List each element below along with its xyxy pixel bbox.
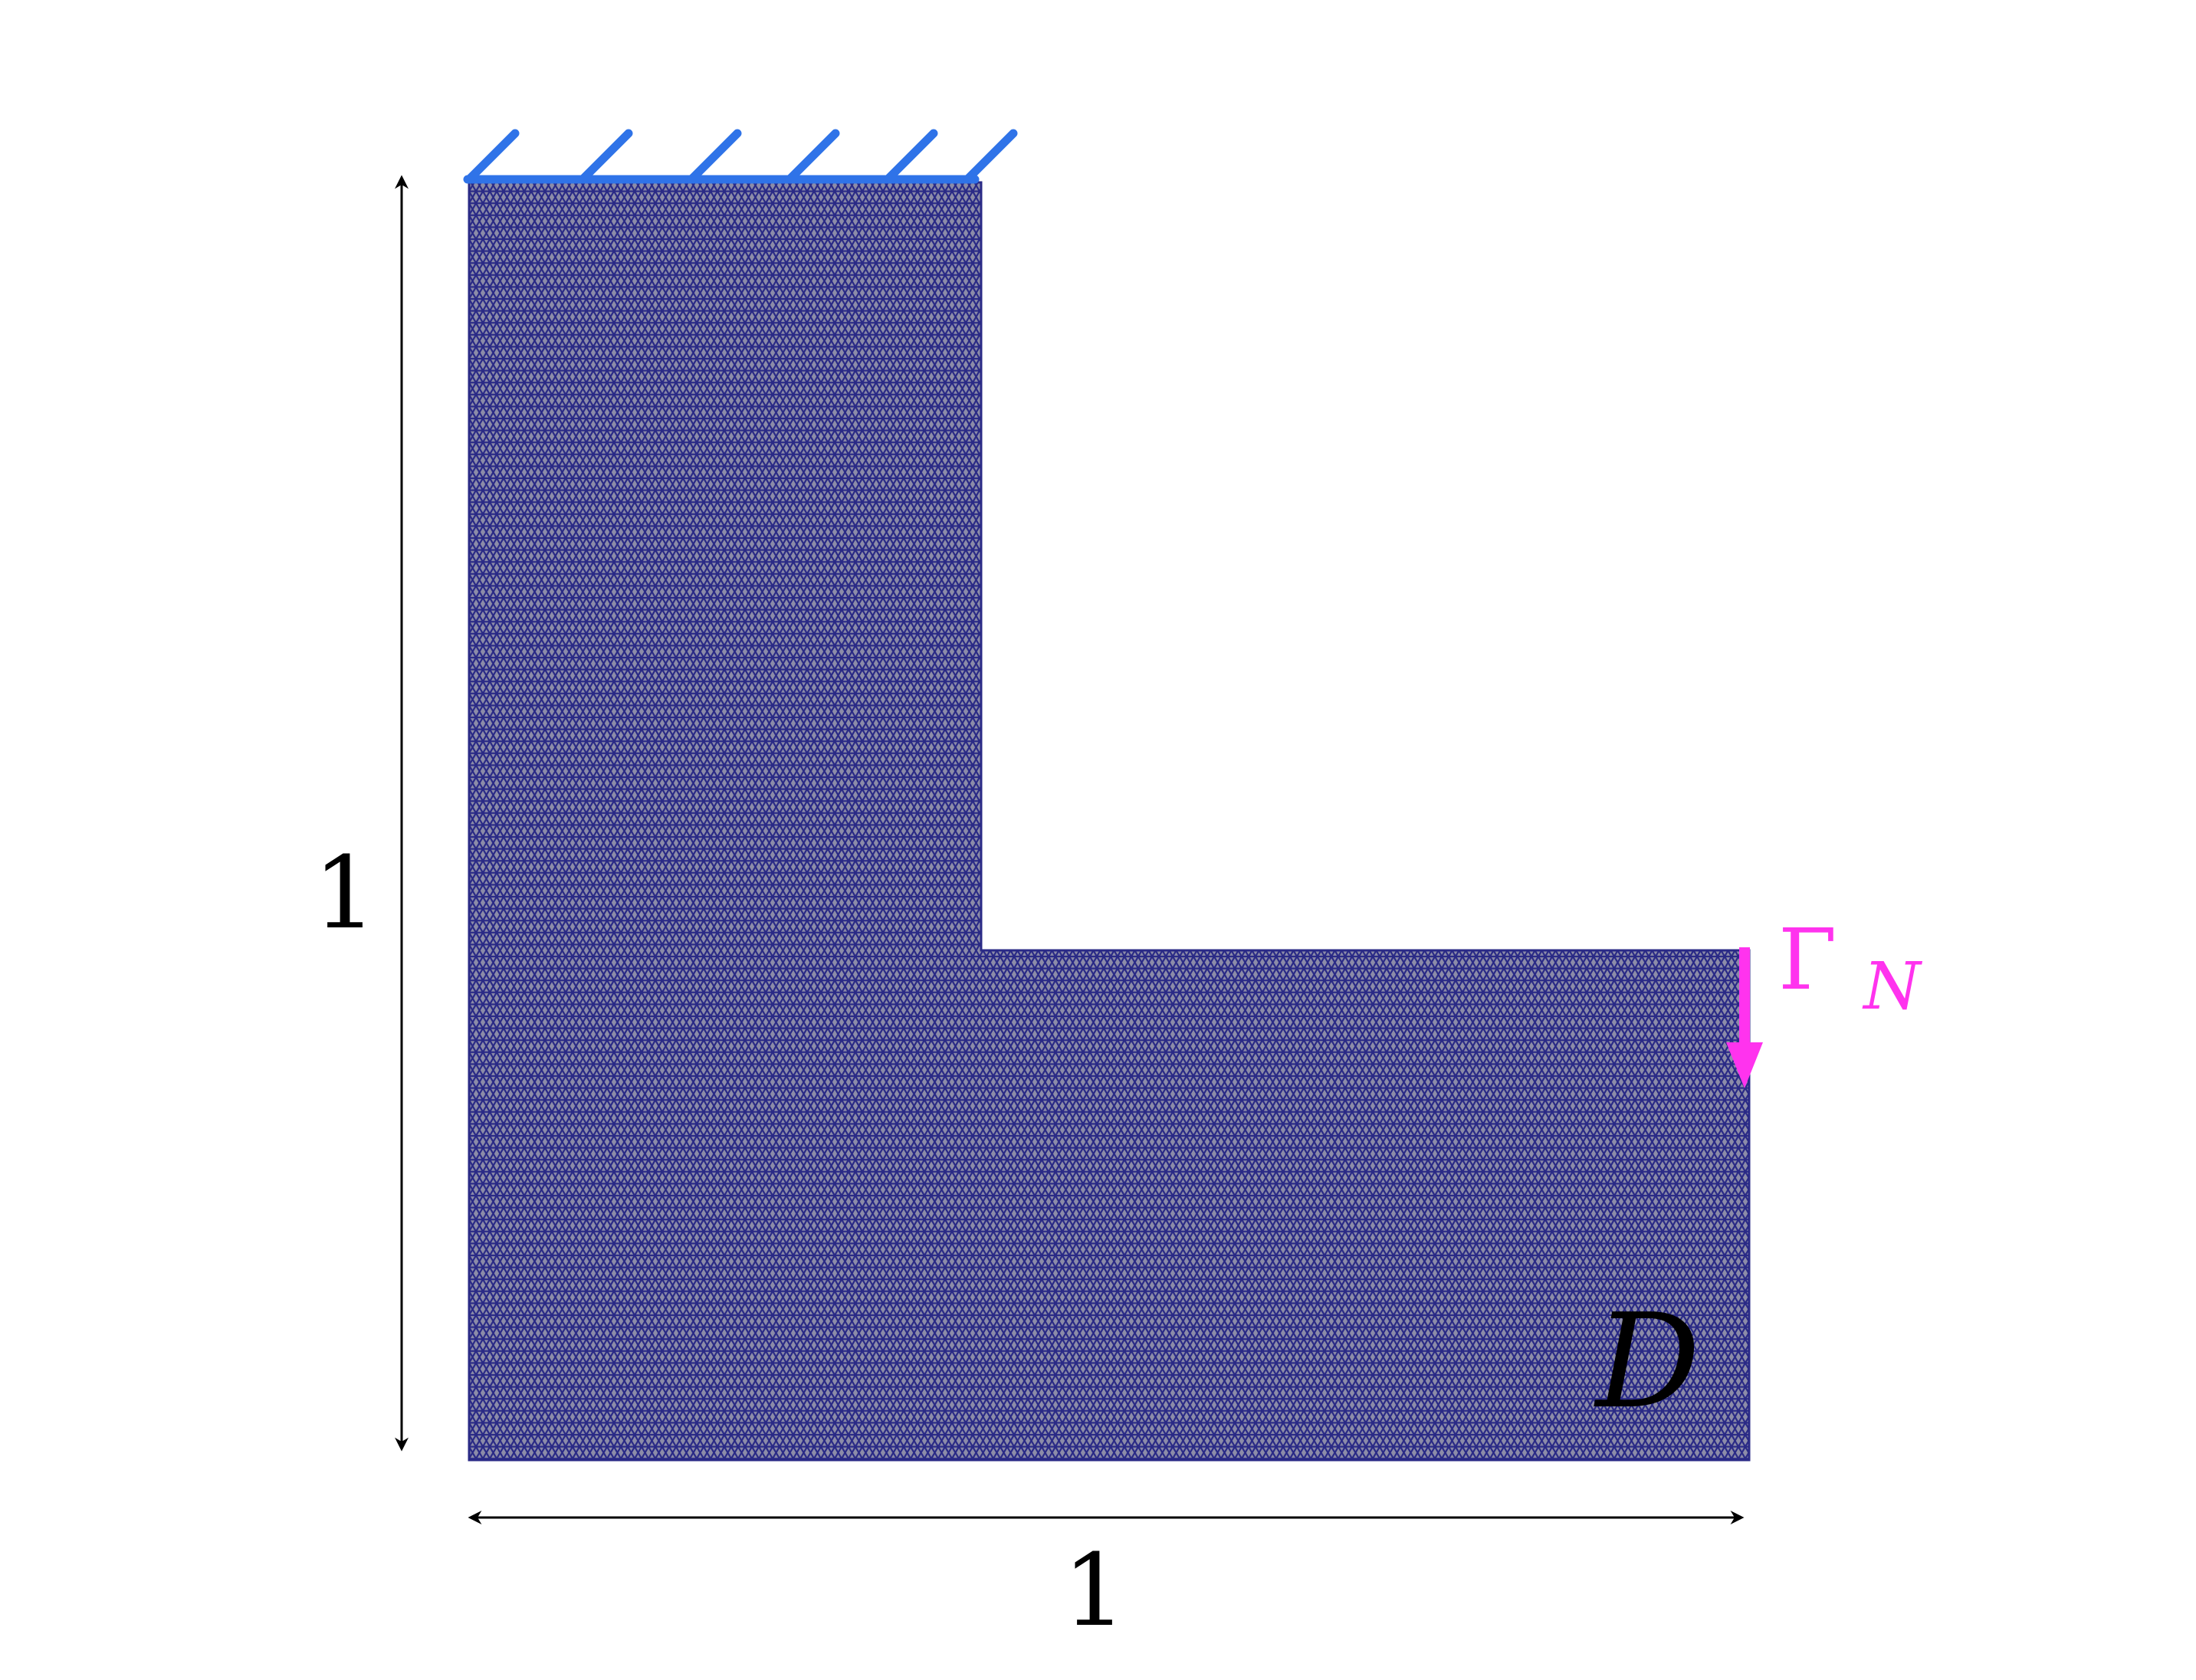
load-arrowhead bbox=[1726, 1042, 1763, 1088]
width-label: 1 bbox=[1063, 1532, 1127, 1649]
hatch-mark bbox=[464, 129, 520, 184]
neumann-boundary-label: Γ N bbox=[1778, 911, 1922, 1025]
hatch-mark bbox=[963, 129, 1018, 184]
hatch-mark bbox=[687, 129, 742, 184]
hatch-mark bbox=[785, 129, 840, 184]
domain-label: D bbox=[1594, 1286, 1700, 1438]
gamma-symbol: Γ bbox=[1778, 911, 1837, 1009]
hatch-mark bbox=[578, 129, 633, 184]
hatch-mark bbox=[883, 129, 938, 184]
l-shaped-mesh bbox=[468, 181, 1751, 1462]
gamma-subscript: N bbox=[1862, 949, 1922, 1025]
height-label: 1 bbox=[313, 835, 377, 951]
fixed-boundary bbox=[463, 129, 1018, 184]
